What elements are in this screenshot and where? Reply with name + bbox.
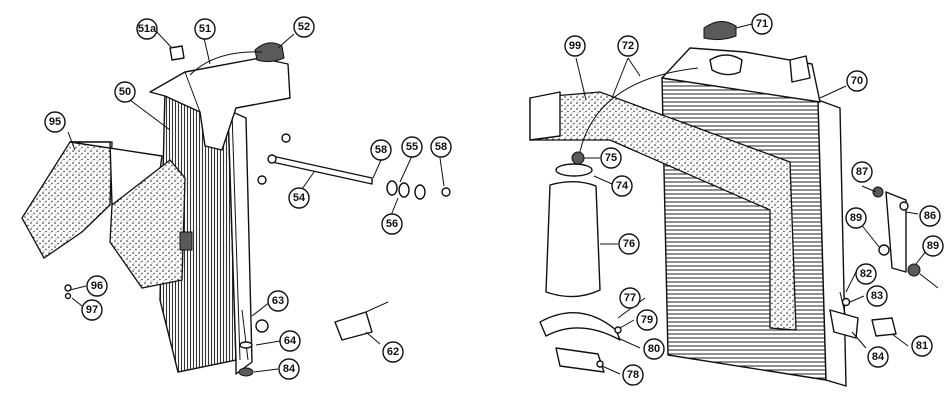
callout-label: 70 xyxy=(851,75,863,87)
callout-86: 86 xyxy=(919,205,941,227)
callout-56: 56 xyxy=(381,213,403,235)
callout-label: 76 xyxy=(623,238,635,250)
callout-label: 51 xyxy=(199,23,211,35)
callout-label: 75 xyxy=(605,152,617,164)
callout-55: 55 xyxy=(401,136,423,158)
callout-label: 96 xyxy=(91,280,103,292)
callout-label: 95 xyxy=(49,116,61,128)
callout-51: 51 xyxy=(194,18,216,40)
callout-label: 83 xyxy=(871,290,883,302)
callout-89-a: 89 xyxy=(845,207,867,229)
tie-rod xyxy=(271,155,373,185)
callout-81: 81 xyxy=(911,335,933,357)
mounting-bracket xyxy=(885,191,907,273)
callout-label: 62 xyxy=(387,346,399,358)
overflow-pipe xyxy=(577,67,699,163)
callout-label: 81 xyxy=(916,340,928,352)
callout-50: 50 xyxy=(114,81,136,103)
callout-label: 58 xyxy=(435,141,447,153)
callout-58-a: 58 xyxy=(370,139,392,161)
callout-label: 55 xyxy=(406,141,418,153)
callout-label: 52 xyxy=(298,21,310,33)
callout-54: 54 xyxy=(288,187,310,209)
callout-label: 86 xyxy=(924,210,936,222)
callout-label: 64 xyxy=(284,335,297,347)
shroud-side-plate xyxy=(109,159,186,289)
right-header-tank xyxy=(661,47,821,103)
callout-52: 52 xyxy=(293,16,315,38)
right-callouts: 71 99 72 70 75 74 76 87 86 89 89 82 83 7… xyxy=(564,13,944,386)
left-radiator-assembly xyxy=(21,42,451,377)
filler-neck xyxy=(709,54,743,76)
callout-96: 96 xyxy=(86,275,108,297)
callout-label: 63 xyxy=(272,295,284,307)
callout-label: 87 xyxy=(856,166,868,178)
callout-label: 50 xyxy=(119,86,131,98)
callout-label: 78 xyxy=(627,369,639,381)
callout-63: 63 xyxy=(267,290,289,312)
callout-label: 77 xyxy=(624,292,636,304)
callout-label: 97 xyxy=(86,304,98,316)
callout-76: 76 xyxy=(618,233,640,255)
right-radiator-assembly xyxy=(529,21,939,387)
radiator-cap xyxy=(703,21,737,41)
expansion-bottle xyxy=(545,181,601,298)
callout-label: 56 xyxy=(386,218,398,230)
callout-label: 54 xyxy=(293,192,306,204)
callout-label: 58 xyxy=(375,144,387,156)
callout-71: 71 xyxy=(751,13,773,35)
callout-label: 74 xyxy=(616,180,629,192)
callout-82: 82 xyxy=(855,263,877,285)
callout-79: 79 xyxy=(636,309,658,331)
callout-80: 80 xyxy=(643,338,665,360)
callout-label: 72 xyxy=(622,40,634,52)
overflow-duct-bracket xyxy=(529,91,797,331)
callout-72: 72 xyxy=(617,35,639,57)
callout-label: 71 xyxy=(756,18,768,30)
fan-shroud-panel xyxy=(21,141,113,259)
callout-64: 64 xyxy=(279,330,301,352)
drain-tap xyxy=(334,311,373,341)
callout-95: 95 xyxy=(44,111,66,133)
callout-97: 97 xyxy=(81,299,103,321)
callout-51a: 51a xyxy=(136,18,158,40)
callout-label: 51a xyxy=(138,23,157,35)
callout-label: 84 xyxy=(283,363,296,375)
bottle-strap xyxy=(539,312,621,341)
callout-70: 70 xyxy=(846,70,868,92)
callout-87: 87 xyxy=(851,161,873,183)
callout-label: 89 xyxy=(850,212,862,224)
hose-clip xyxy=(169,45,185,61)
left-header-tank xyxy=(149,57,291,151)
leader-lines xyxy=(67,23,931,375)
callout-83: 83 xyxy=(866,285,888,307)
callout-label: 79 xyxy=(641,314,653,326)
callout-62: 62 xyxy=(382,341,404,363)
callout-label: 84 xyxy=(872,351,885,363)
callout-label: 82 xyxy=(860,268,872,280)
callout-78: 78 xyxy=(622,364,644,386)
callout-74: 74 xyxy=(611,175,633,197)
callout-99: 99 xyxy=(564,35,586,57)
callout-label: 89 xyxy=(927,240,939,252)
callout-77: 77 xyxy=(619,287,641,309)
callout-84-right: 84 xyxy=(867,346,889,368)
callout-75: 75 xyxy=(600,147,622,169)
left-callouts: 51a 51 52 50 95 58 55 58 54 56 96 97 63 … xyxy=(44,16,452,380)
callout-89-b: 89 xyxy=(922,235,944,257)
callout-label: 99 xyxy=(569,40,581,52)
drain-tap-right xyxy=(871,317,897,337)
callout-label: 80 xyxy=(648,343,660,355)
left-filler-cap xyxy=(254,42,285,63)
callout-58-b: 58 xyxy=(430,136,452,158)
callout-84-left: 84 xyxy=(278,358,300,380)
